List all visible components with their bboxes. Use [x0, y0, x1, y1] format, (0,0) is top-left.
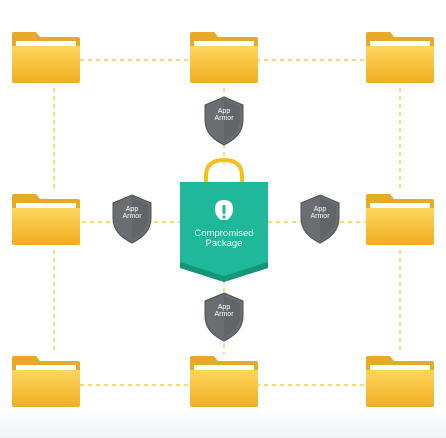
shield-bottom-icon: [204, 292, 244, 342]
folder-top-center-icon: [190, 32, 258, 83]
bottom-fade: [0, 408, 446, 438]
package-bag-icon: [180, 157, 268, 282]
folder-bottom-left-icon: [12, 356, 80, 407]
folder-mid-right-icon: [366, 194, 434, 245]
folder-mid-left-icon: [12, 194, 80, 245]
folder-bottom-right-icon: [366, 356, 434, 407]
shield-right-icon: [300, 194, 340, 244]
exclamation-icon: [215, 200, 233, 220]
folder-top-right-icon: [366, 32, 434, 83]
folder-top-left-icon: [12, 32, 80, 83]
connectors: [53, 59, 401, 386]
shield-top-icon: [204, 96, 244, 146]
folder-bottom-center-icon: [190, 356, 258, 407]
shield-left-icon: [112, 194, 152, 244]
